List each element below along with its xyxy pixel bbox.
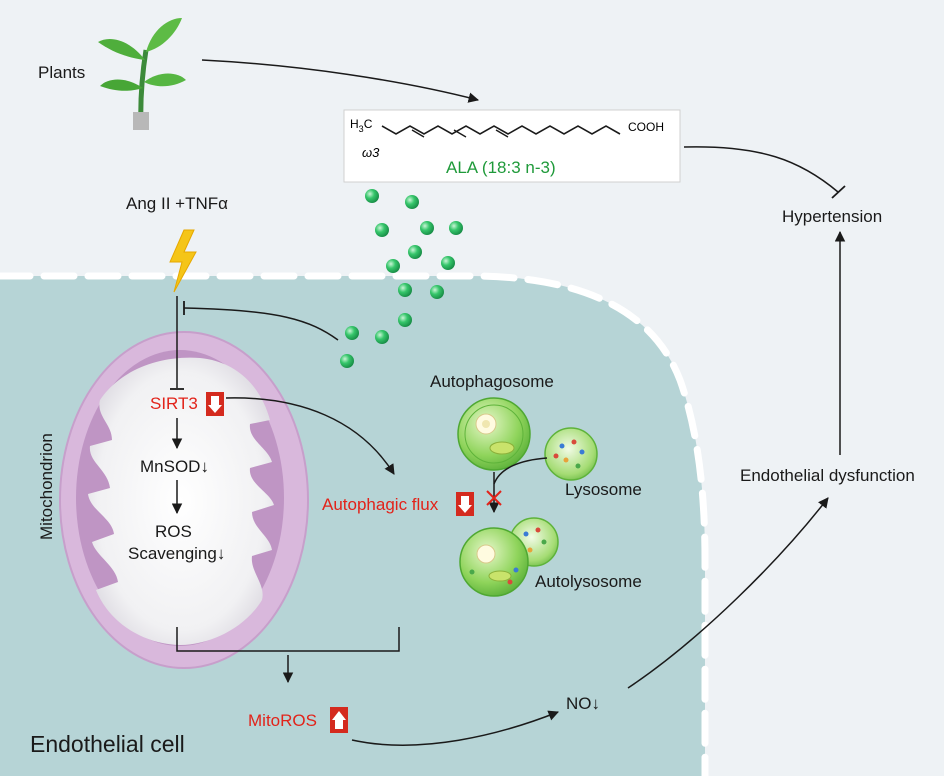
autophagic-flux-label: Autophagic flux bbox=[322, 495, 439, 514]
ala-inhibits-stimulus-line bbox=[183, 307, 339, 341]
stimulus-label: Ang II +TNFα bbox=[126, 194, 228, 213]
no-label: NO↓ bbox=[566, 694, 600, 713]
convergence-bracket bbox=[176, 627, 400, 652]
mitoros-label: MitoROS bbox=[248, 711, 317, 730]
ala-sphere bbox=[345, 326, 359, 340]
mnsod-label: MnSOD↓ bbox=[140, 457, 209, 476]
autolysosome bbox=[459, 517, 559, 597]
scavenging-label: Scavenging↓ bbox=[128, 544, 225, 563]
ala-sphere bbox=[430, 285, 444, 299]
x-mark-icon bbox=[486, 490, 502, 506]
plants-to-ala-arrow bbox=[201, 59, 480, 103]
formula-c: C bbox=[364, 117, 373, 131]
ala-sphere bbox=[340, 354, 354, 368]
ala-double-bonds bbox=[411, 129, 509, 138]
ala-molecules bbox=[340, 189, 463, 368]
lysosome bbox=[544, 427, 598, 481]
ala-sphere bbox=[420, 221, 434, 235]
plants-label: Plants bbox=[38, 63, 85, 82]
ala-carbon-chain bbox=[381, 125, 621, 135]
down-arrow-icon bbox=[456, 492, 474, 516]
ala-sphere bbox=[398, 283, 412, 297]
cell-membrane bbox=[0, 272, 709, 776]
lysosome-label: Lysosome bbox=[565, 480, 642, 499]
hypertension-label: Hypertension bbox=[782, 207, 882, 226]
ala-sphere bbox=[398, 313, 412, 327]
sirt3-to-autophagy-arrow bbox=[225, 397, 395, 475]
autophagosome-label: Autophagosome bbox=[430, 372, 554, 391]
ala-sphere bbox=[375, 330, 389, 344]
formula-sub: 3 bbox=[359, 124, 364, 134]
sirt3-label: SIRT3 bbox=[150, 394, 198, 413]
autophagosome bbox=[457, 397, 531, 471]
ala-sphere bbox=[408, 245, 422, 259]
ala-sphere bbox=[375, 223, 389, 237]
up-arrow-icon bbox=[330, 707, 348, 733]
ala-inhibits-hypertension-line bbox=[683, 146, 839, 193]
ala-sphere bbox=[386, 259, 400, 273]
lysosome-fusion-line bbox=[493, 457, 548, 485]
no-to-dysfunction-arrow bbox=[627, 497, 829, 689]
mitoros-to-no-arrow bbox=[351, 710, 559, 746]
formula-h: H bbox=[350, 117, 359, 131]
cooh-label: COOH bbox=[628, 120, 664, 134]
ala-sphere bbox=[441, 256, 455, 270]
autolysosome-label: Autolysosome bbox=[535, 572, 642, 591]
ala-sphere bbox=[405, 195, 419, 209]
ala-sphere bbox=[449, 221, 463, 235]
endothelial-cell-label: Endothelial cell bbox=[30, 731, 185, 757]
inhibition-bar bbox=[831, 185, 846, 199]
plant-icon bbox=[98, 18, 186, 130]
ros-label: ROS bbox=[155, 522, 192, 541]
ala-label: ALA (18:3 n-3) bbox=[446, 158, 556, 177]
endothelial-dysfunction-label: Endothelial dysfunction bbox=[740, 466, 915, 485]
mitochondrion-label: Mitochondrion bbox=[37, 433, 56, 540]
mitochondrion bbox=[59, 331, 309, 669]
lightning-icon bbox=[169, 229, 197, 293]
down-arrow-icon bbox=[206, 392, 224, 416]
omega3-label: ω3 bbox=[362, 145, 380, 160]
formula-h3c: H3C bbox=[350, 117, 373, 134]
ala-sphere bbox=[365, 189, 379, 203]
ala-structure-box bbox=[343, 109, 681, 183]
